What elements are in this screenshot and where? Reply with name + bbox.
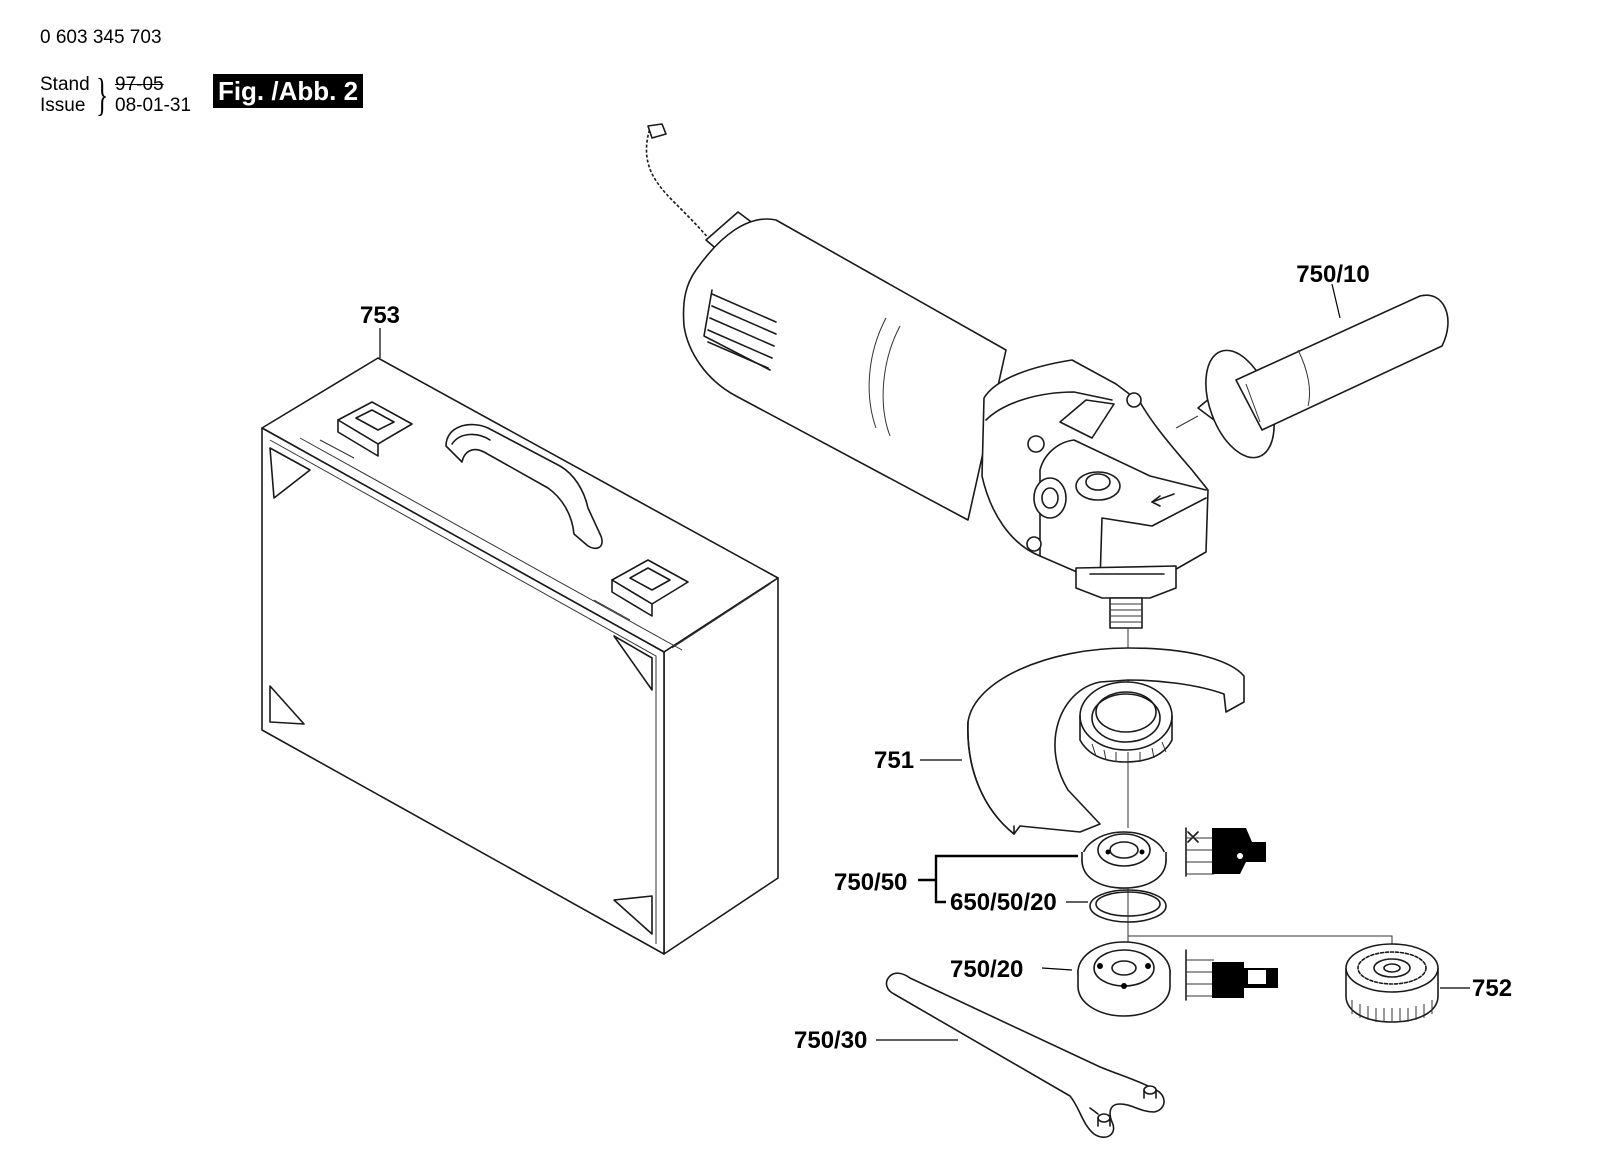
- figure-badge: Fig. /Abb. 2: [213, 74, 363, 108]
- part-label-751[interactable]: 751: [874, 747, 914, 774]
- part-label-650-50-20[interactable]: 650/50/20: [950, 889, 1057, 916]
- part-number: 0 603 345 703: [40, 27, 162, 48]
- o-ring[interactable]: [1089, 889, 1167, 923]
- carrying-case[interactable]: [261, 357, 779, 955]
- leader-line-aux-handle: [1331, 283, 1341, 319]
- part-label-752[interactable]: 752: [1472, 975, 1512, 1002]
- part-label-750-20[interactable]: 750/20: [950, 956, 1023, 983]
- auxiliary-handle[interactable]: [1175, 294, 1449, 467]
- issue-label: Issue: [40, 95, 86, 116]
- two-pin-wrench[interactable]: [885, 972, 1165, 1138]
- vent-slots: [703, 289, 777, 371]
- angle-grinder[interactable]: [643, 123, 1209, 629]
- mounting-flange[interactable]: [1077, 941, 1171, 1017]
- protective-guard[interactable]: [967, 647, 1245, 835]
- part-label-750-30[interactable]: 750/30: [794, 1027, 867, 1054]
- issue-value: 08-01-31: [115, 95, 192, 116]
- clamping-flange[interactable]: [1081, 831, 1167, 889]
- quick-clamp-nut[interactable]: [1345, 943, 1439, 1023]
- brace-icon: }: [96, 69, 109, 120]
- flange-section-detail-bottom: [1185, 949, 1278, 1001]
- part-label-753[interactable]: 753: [360, 302, 400, 329]
- stand-value: 97-05: [115, 74, 164, 95]
- leader-line-mounting-flange: [1041, 967, 1073, 971]
- flange-section-detail-top: [1185, 827, 1266, 877]
- stand-label: Stand: [40, 74, 90, 95]
- part-label-750-50[interactable]: 750/50: [834, 869, 907, 896]
- part-label-750-10[interactable]: 750/10: [1296, 261, 1369, 288]
